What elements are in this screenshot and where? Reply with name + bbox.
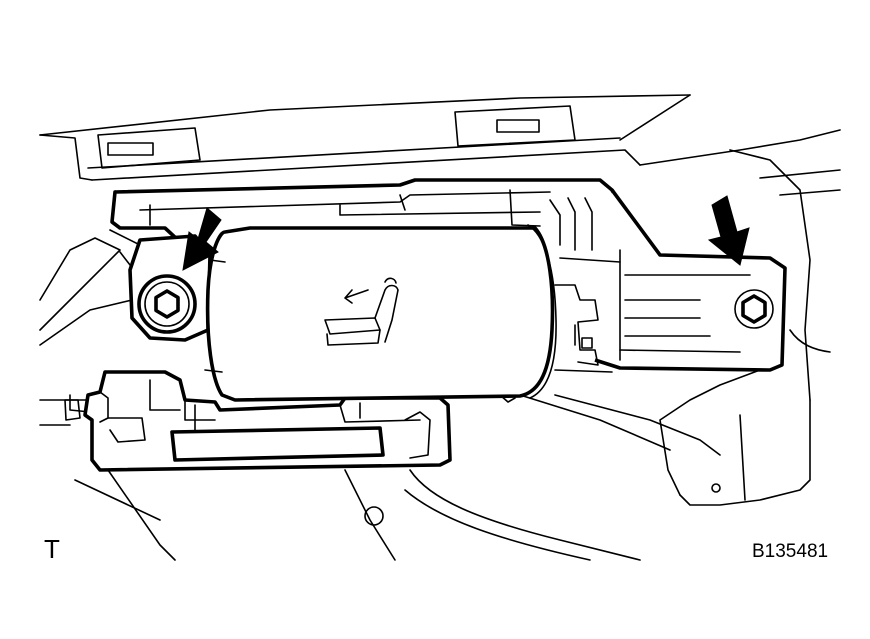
corner-letter-label: T [44,534,60,564]
seat-recline-icon [324,277,399,346]
right-panel [519,149,831,506]
figure-code-label: B135481 [752,541,829,562]
arrow-right-bolt [707,195,750,266]
right-boss [734,289,774,329]
lower-plate [64,370,516,472]
right-bolt [741,294,767,324]
arrow-left-bolt [182,207,222,271]
seat-switch-knob [204,224,557,402]
background-panel [39,94,841,196]
left-bolt [154,289,180,319]
